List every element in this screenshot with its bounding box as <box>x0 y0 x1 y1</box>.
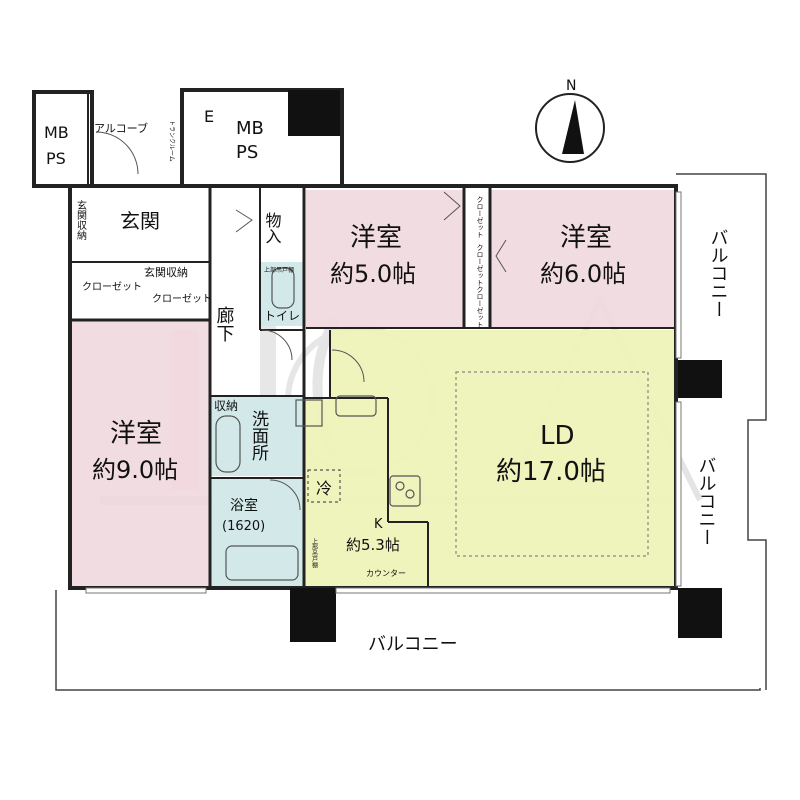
walls <box>32 88 678 590</box>
toilet-label: トイレ <box>264 309 300 323</box>
mb-ps-right-bottom: PS <box>236 142 258 163</box>
balcony-outline <box>55 173 767 691</box>
washroom-fill <box>210 396 304 476</box>
trunk-room-label: トランクルーム <box>168 120 175 162</box>
bedroom-mid-size: 約5.0帖 <box>330 260 416 288</box>
storage-label: 収納 <box>214 399 238 413</box>
storeroom-label: 物入 <box>263 212 282 244</box>
closet-left-label: クローゼット <box>82 281 142 293</box>
washroom-label: 洗面所 <box>248 410 269 461</box>
mb-ps-left-bottom: PS <box>46 149 66 168</box>
bedroom-left-name: 洋室 <box>110 419 162 449</box>
genkan-label: 玄関 <box>120 209 160 233</box>
balcony-right-top-label: バルコニー <box>708 228 729 318</box>
compass-north-label: N <box>566 78 576 94</box>
mb-ps-left-top: MB <box>44 123 69 142</box>
genkan-storage-label: 玄関収納 <box>144 265 188 279</box>
genkan-storage-vertical: 玄関収納 <box>75 199 87 241</box>
doors <box>95 131 507 511</box>
corridor-label: 廊下 <box>214 306 235 342</box>
closet-mid-label: クローゼット <box>152 293 212 305</box>
bath-size: (1620) <box>222 519 265 534</box>
mb-ps-right-top: MB <box>236 118 264 139</box>
windows <box>85 191 682 594</box>
bedroom-left-fill <box>70 320 210 588</box>
bedroom-right-fill <box>490 190 676 328</box>
bedroom-mid-fill <box>306 190 464 328</box>
fixtures <box>215 267 649 581</box>
balcony-bottom-label: バルコニー <box>368 634 458 655</box>
bath-name: 浴室 <box>230 497 258 514</box>
columns <box>288 90 722 642</box>
ld-size: 約17.0帖 <box>496 457 606 487</box>
bedroom-mid-name: 洋室 <box>350 223 402 253</box>
kitchen-fill <box>304 398 428 588</box>
closet-r3-label: クローゼット <box>476 286 484 328</box>
balcony-right-mid-label: バルコニー <box>696 456 717 546</box>
toilet-fill <box>260 262 304 326</box>
alcove-label: アルコーブ <box>94 121 148 135</box>
bedroom-right-size: 約6.0帖 <box>540 260 626 288</box>
toilet-cabinet-label: 上部吊戸棚 <box>264 266 294 274</box>
bedroom-left-size: 約9.0帖 <box>92 456 178 484</box>
kitchen-name: K <box>374 517 383 532</box>
ld-name: LD <box>540 421 575 451</box>
upper-cabinet-label: 上部吊戸棚 <box>311 537 318 569</box>
closet-r2-label: クローゼット <box>476 244 484 286</box>
fridge-label: 冷 <box>316 479 332 498</box>
kitchen-size: 約5.3帖 <box>346 536 400 554</box>
closet-r1-label: クローゼット <box>476 196 484 238</box>
ld-fill <box>330 330 676 588</box>
compass-icon: N <box>535 78 605 163</box>
counter-label: カウンター <box>366 569 406 578</box>
bedroom-right-name: 洋室 <box>560 223 612 253</box>
e-box-label: E <box>204 107 214 126</box>
